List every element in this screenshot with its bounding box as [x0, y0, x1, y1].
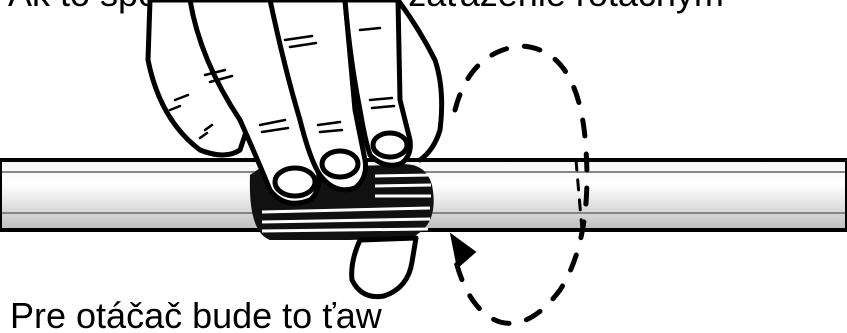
caption-bottom: Pre otáčač bude to ťaw — [10, 296, 382, 333]
hand-icon — [148, 0, 442, 297]
